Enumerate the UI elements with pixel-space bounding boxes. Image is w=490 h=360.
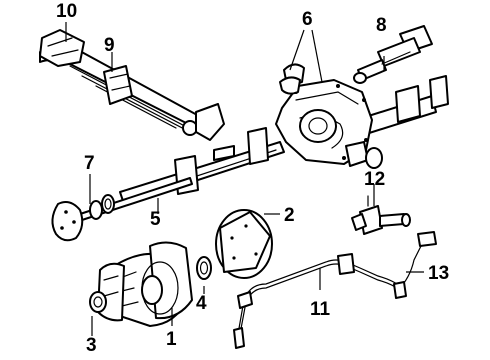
callout-5: 5 [150, 209, 161, 230]
callout-13: 13 [428, 263, 450, 284]
callout-8: 8 [376, 15, 387, 36]
axle-seal [89, 291, 107, 313]
brake-drum [215, 209, 273, 279]
shock-absorber [353, 25, 433, 84]
callout-3: 3 [86, 335, 97, 356]
pinion-seal [365, 147, 383, 169]
callout-4: 4 [196, 293, 207, 314]
wheel-bearing [196, 256, 212, 280]
brake-hose-bracket [393, 231, 437, 299]
leaf-spring [39, 29, 225, 141]
brake-backing-plate [97, 241, 193, 327]
axle-shaft [51, 177, 193, 242]
differential-carrier [275, 63, 373, 167]
callout-10: 10 [56, 1, 78, 22]
callout-7: 7 [84, 153, 95, 174]
callout-2: 2 [284, 205, 295, 226]
leader-lines [65, 22, 424, 336]
callout-12: 12 [364, 169, 386, 190]
brake-line [233, 253, 401, 349]
callout-6: 6 [302, 9, 313, 30]
junction-block [351, 195, 411, 235]
callout-11: 11 [310, 299, 331, 320]
callout-1: 1 [166, 329, 177, 350]
callout-9: 9 [104, 35, 115, 56]
